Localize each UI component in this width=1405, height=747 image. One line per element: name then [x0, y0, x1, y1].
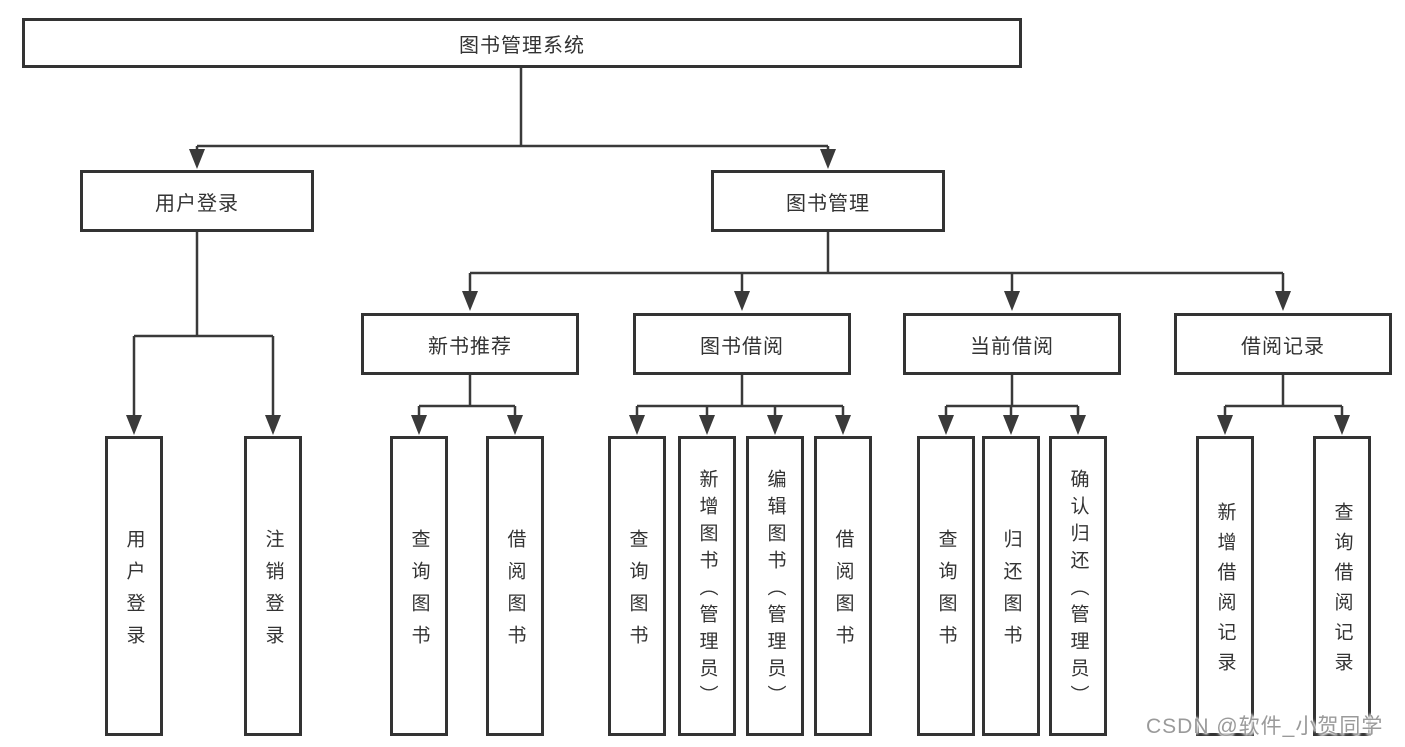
edge-borrow-record-branch: [1217, 375, 1350, 435]
edge-new-book-branch: [411, 375, 523, 435]
arrowhead: [1003, 415, 1019, 435]
node-leaf-query-books-2: 查询图书: [608, 436, 666, 736]
arrowhead: [507, 415, 523, 435]
node-current-borrowing: 当前借阅: [903, 313, 1121, 375]
node-leaf-user-login: 用户登录: [105, 436, 163, 736]
arrowhead: [699, 415, 715, 435]
arrowhead: [1004, 291, 1020, 311]
node-new-book-recommend: 新书推荐: [361, 313, 579, 375]
edge-root-to-level2: [189, 68, 836, 169]
edge-book-borrow-branch: [629, 375, 851, 435]
arrowhead: [767, 415, 783, 435]
node-leaf-query-borrow-record: 查询借阅记录: [1313, 436, 1371, 736]
arrowhead: [189, 149, 205, 169]
node-leaf-borrow-books-2: 借阅图书: [814, 436, 872, 736]
node-leaf-return-books: 归还图书: [982, 436, 1040, 736]
node-borrowing-records: 借阅记录: [1174, 313, 1392, 375]
edge-book-mgmt-to-level3: [462, 232, 1291, 311]
node-root-library-system: 图书管理系统: [22, 18, 1022, 68]
node-leaf-add-borrow-record: 新增借阅记录: [1196, 436, 1254, 736]
arrowhead: [462, 291, 478, 311]
arrowhead: [734, 291, 750, 311]
arrowhead: [938, 415, 954, 435]
arrowhead: [411, 415, 427, 435]
node-leaf-add-books-admin: 新增图书（管理员）: [678, 436, 736, 736]
node-book-management-module: 图书管理: [711, 170, 945, 232]
node-leaf-query-books-1: 查询图书: [390, 436, 448, 736]
node-leaf-query-books-3: 查询图书: [917, 436, 975, 736]
arrowhead: [820, 149, 836, 169]
arrowhead: [1070, 415, 1086, 435]
arrowhead: [1217, 415, 1233, 435]
node-leaf-confirm-return-admin: 确认归还（管理员）: [1049, 436, 1107, 736]
node-leaf-borrow-books-1: 借阅图书: [486, 436, 544, 736]
arrowhead: [1275, 291, 1291, 311]
arrowhead: [1334, 415, 1350, 435]
csdn-watermark: CSDN @软件_小贺同学: [1146, 715, 1384, 738]
node-leaf-edit-books-admin: 编辑图书（管理员）: [746, 436, 804, 736]
edge-user-login-branch: [126, 232, 281, 435]
node-user-login-module: 用户登录: [80, 170, 314, 232]
arrowhead: [835, 415, 851, 435]
edge-current-borrow-branch: [938, 375, 1086, 435]
arrowhead: [629, 415, 645, 435]
node-leaf-logout: 注销登录: [244, 436, 302, 736]
node-book-borrowing: 图书借阅: [633, 313, 851, 375]
arrowhead: [126, 415, 142, 435]
arrowhead: [265, 415, 281, 435]
